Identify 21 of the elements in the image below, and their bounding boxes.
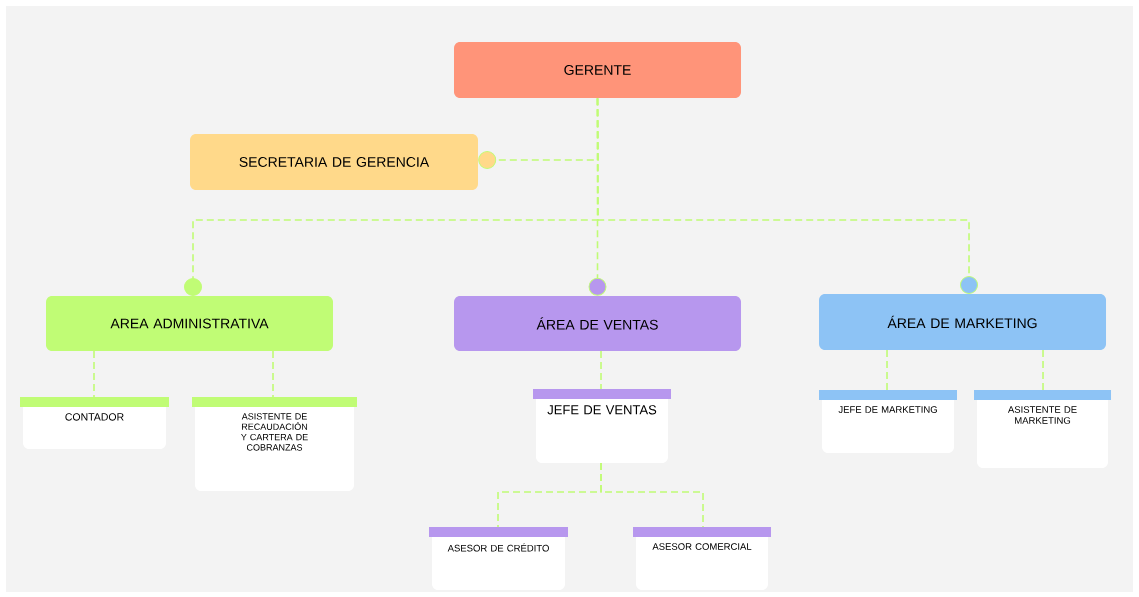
connector: [596, 97, 978, 294]
org-box: ÁREA DE MARKETING: [819, 294, 1106, 350]
connector: [600, 462, 704, 528]
node-label: ASESOR DE CRÉDITO: [447, 543, 549, 552]
org-box: SECRETARIA DE GERENCIA: [190, 134, 478, 190]
position-card: ASESOR COMERCIAL: [633, 527, 771, 590]
position-card: CONTADOR: [20, 397, 169, 449]
position-card: ASESOR DE CRÉDITO: [429, 527, 568, 590]
position-card: JEFE DE VENTAS: [533, 389, 671, 463]
connector: [93, 350, 95, 398]
connector: [886, 349, 888, 391]
position-card: ASISTENTE DE RECAUDACIÓN Y CARTERA DE COBRANZAS: [192, 397, 357, 491]
org-box: AREA ADMINISTRATIVA: [46, 296, 333, 351]
position-card: ASISTENTE DE MARKETING: [974, 390, 1111, 468]
org-box: GERENTE: [454, 42, 741, 98]
node-label: ASESOR COMERCIAL: [652, 543, 752, 550]
position-card: JEFE DE MARKETING: [819, 390, 957, 453]
connector: [600, 350, 602, 390]
org-box: ÁREA DE VENTAS: [454, 296, 741, 351]
connector: [1042, 349, 1044, 391]
connector: [272, 350, 274, 398]
